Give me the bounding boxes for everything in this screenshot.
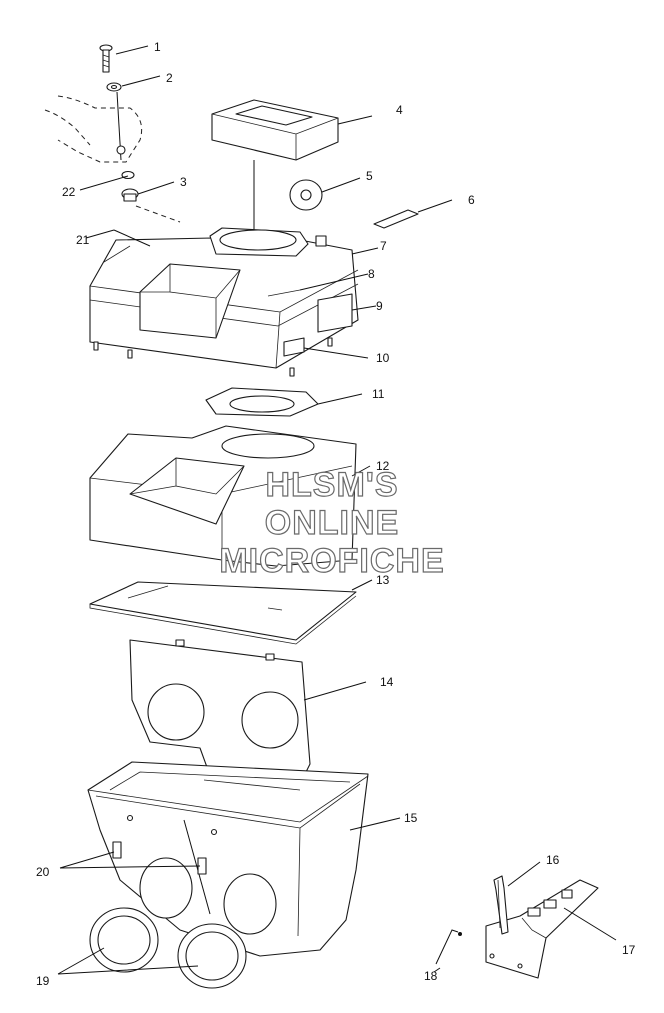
callout-21: 21 xyxy=(76,233,90,247)
callout-9: 9 xyxy=(376,299,383,313)
callout-7: 7 xyxy=(380,239,387,253)
part-19-couplers xyxy=(89,907,247,989)
part-4-foam-block xyxy=(211,99,339,232)
watermark-line-1: HLSM'S xyxy=(265,466,398,504)
part-22-bracket xyxy=(44,91,143,180)
part-9-decal xyxy=(317,293,353,333)
callout-1: 1 xyxy=(154,40,161,54)
watermark: HLSM'S ONLINE MICROFICHE xyxy=(219,465,445,580)
part-16-tool xyxy=(493,875,509,935)
callout-5: 5 xyxy=(366,169,373,183)
callout-8: 8 xyxy=(368,267,375,281)
callout-2: 2 xyxy=(166,71,173,85)
watermark-line-2: ONLINE xyxy=(265,504,399,542)
callout-18: 18 xyxy=(424,969,438,983)
part-13-plate xyxy=(89,581,357,645)
part-15-airbox-base xyxy=(87,761,369,957)
callout-15: 15 xyxy=(404,811,418,825)
part-11-gasket xyxy=(205,387,319,417)
part-1-screw xyxy=(99,44,113,73)
part-7-airbox-lid xyxy=(89,227,359,377)
callout-14: 14 xyxy=(380,675,394,689)
callout-17: 17 xyxy=(622,943,636,957)
part-18-wire xyxy=(435,929,462,965)
callout-12: 12 xyxy=(376,459,390,473)
callout-13: 13 xyxy=(376,573,390,587)
callout-19: 19 xyxy=(36,974,50,988)
callout-4: 4 xyxy=(396,103,403,117)
part-2-washer xyxy=(106,82,122,92)
callout-20: 20 xyxy=(36,865,50,879)
callout-16: 16 xyxy=(546,853,560,867)
callout-10: 10 xyxy=(376,351,390,365)
part-17-bracket xyxy=(485,879,599,979)
part-20-clamps xyxy=(112,814,218,875)
part-6-strip xyxy=(373,209,419,229)
part-21-decal xyxy=(103,245,131,263)
callout-6: 6 xyxy=(468,193,475,207)
leader-lines xyxy=(57,45,617,975)
callout-11: 11 xyxy=(372,387,385,401)
part-8-decal xyxy=(267,289,301,297)
part-10-decal xyxy=(283,337,305,357)
watermark-line-3: MICROFICHE xyxy=(219,542,444,580)
part-3-grommet xyxy=(121,188,181,223)
callout-3: 3 xyxy=(180,175,187,189)
part-5-ring xyxy=(289,179,323,211)
part-12-foam-insert xyxy=(89,425,357,567)
part-14-baffle xyxy=(129,639,311,785)
callout-labels: 1 2 3 4 5 6 7 8 9 10 11 12 13 14 15 16 1… xyxy=(36,40,636,988)
callout-22: 22 xyxy=(62,185,76,199)
